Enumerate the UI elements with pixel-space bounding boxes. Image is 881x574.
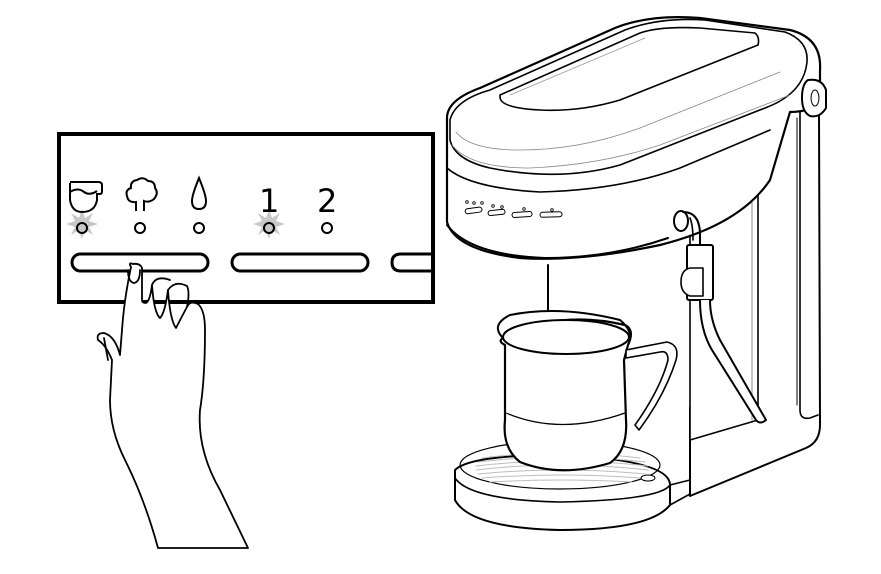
shot-2-label: 2 xyxy=(317,182,337,220)
led-milk xyxy=(76,222,88,234)
steam-wand xyxy=(673,210,767,424)
steam-cloud-icon xyxy=(125,177,158,211)
milk-pitcher-icon xyxy=(69,181,103,214)
partial-button[interactable] xyxy=(390,252,431,273)
hand-pressing-button xyxy=(96,262,249,549)
led-shot-1 xyxy=(263,222,275,234)
led-hot-water xyxy=(193,222,205,234)
led-shot-2 xyxy=(321,222,333,234)
espresso-machine xyxy=(445,16,827,531)
shot-1-label: 1 xyxy=(259,182,279,220)
control-panel-callout: 1 2 xyxy=(57,132,435,304)
milk-pitcher xyxy=(496,310,678,472)
shot-button[interactable] xyxy=(230,252,370,273)
drip-tray xyxy=(454,440,691,531)
water-drop-icon xyxy=(190,175,208,211)
led-steam xyxy=(134,222,146,234)
machine-control-strip xyxy=(464,200,563,219)
